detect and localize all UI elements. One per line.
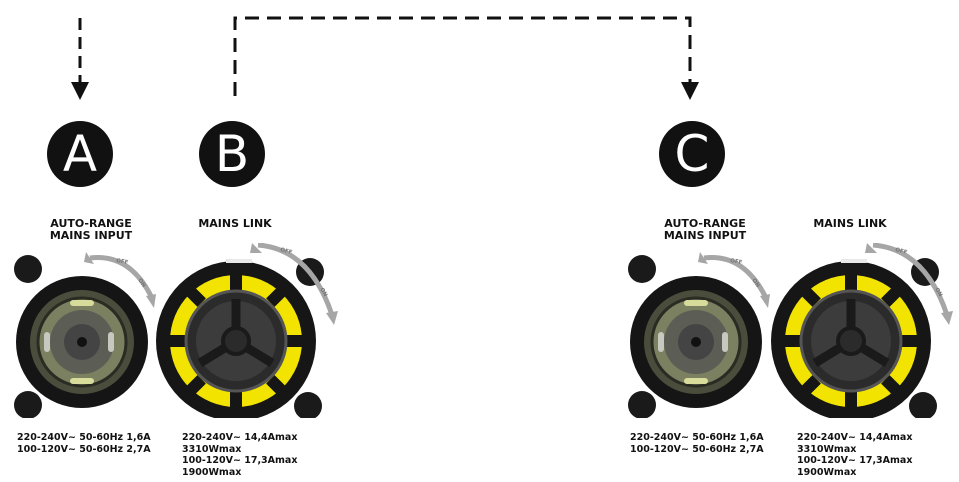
unit1-mains-input-connector: OFF ON	[14, 252, 156, 418]
rotation-off-label: OFF	[279, 247, 293, 256]
rotation-on-label: ON	[318, 287, 328, 298]
screw-bottom-right	[909, 392, 937, 418]
spec-line: 100-120V~ 50-60Hz 2,7A	[630, 443, 764, 455]
rotation-arrow-icon	[257, 243, 335, 316]
rotation-off-label: OFF	[894, 247, 908, 256]
unit1-mains-link-connector: OFF ON	[156, 243, 338, 418]
spec-line: 3310Wmax	[797, 443, 857, 455]
feed-arrow-a-head	[71, 82, 89, 100]
unit1-input-title: AUTO-RANGE MAINS INPUT	[36, 218, 146, 242]
screw-top-left	[628, 255, 656, 283]
link-arrow-b-to-c-line	[233, 16, 692, 96]
spec-line: 100-120V~ 17,3Amax	[182, 455, 298, 466]
rotation-arrow-icon	[872, 243, 950, 316]
spec-line: 220-240V~ 50-60Hz 1,6A	[630, 432, 764, 443]
unit2-link-title: MAINS LINK	[813, 217, 887, 230]
unit1-link-spec: 220-240V~ 14,4Amax 3310Wmax 100-120V~ 17…	[182, 432, 297, 478]
unit2-input-title-line1: AUTO-RANGE	[664, 217, 746, 230]
unit2-input-spec: 220-240V~ 50-60Hz 1,6A 100-120V~ 50-60Hz…	[630, 432, 764, 455]
unit2-mains-link-connector: OFF ON	[771, 243, 953, 418]
rotation-arrow-icon	[703, 255, 769, 300]
unit1-link-title: MAINS LINK	[198, 217, 272, 230]
screw-bottom-left	[628, 391, 656, 418]
unit2-input-title-line2: MAINS INPUT	[663, 229, 747, 242]
spec-line: 100-120V~ 17,3Amax	[797, 455, 913, 466]
unit1-input-title-line2: MAINS INPUT	[49, 229, 133, 242]
screw-top-left	[14, 255, 42, 283]
rotation-off-label: OFF	[116, 258, 129, 266]
screw-bottom-left	[14, 391, 42, 418]
spec-line: 3310Wmax	[182, 443, 242, 455]
unit1-input-title-line1: AUTO-RANGE	[50, 217, 132, 230]
spec-line: 1900Wmax	[182, 466, 242, 478]
badge-c: C	[659, 121, 725, 187]
rotation-off-label: OFF	[730, 258, 743, 266]
spec-line: 220-240V~ 50-60Hz 1,6A	[17, 432, 151, 443]
screw-bottom-right	[294, 392, 322, 418]
link-arrow-c-head	[681, 82, 699, 100]
rotation-on-label: ON	[933, 287, 943, 298]
spec-line: 220-240V~ 14,4Amax	[182, 432, 298, 443]
spec-line: 220-240V~ 14,4Amax	[797, 432, 913, 443]
rotation-on-label: ON	[136, 278, 146, 289]
rotation-on-label: ON	[750, 278, 760, 289]
badge-a: A	[47, 121, 113, 187]
rotation-arrow-icon	[89, 255, 155, 300]
unit1-input-spec: 220-240V~ 50-60Hz 1,6A 100-120V~ 50-60Hz…	[17, 432, 151, 455]
unit2-mains-input-connector: OFF ON	[628, 252, 770, 418]
unit2-link-spec: 220-240V~ 14,4Amax 3310Wmax 100-120V~ 17…	[797, 432, 912, 478]
spec-line: 100-120V~ 50-60Hz 2,7A	[17, 443, 151, 455]
badge-b: B	[199, 121, 265, 187]
unit2-input-title: AUTO-RANGE MAINS INPUT	[650, 218, 760, 242]
spec-line: 1900Wmax	[797, 466, 857, 478]
